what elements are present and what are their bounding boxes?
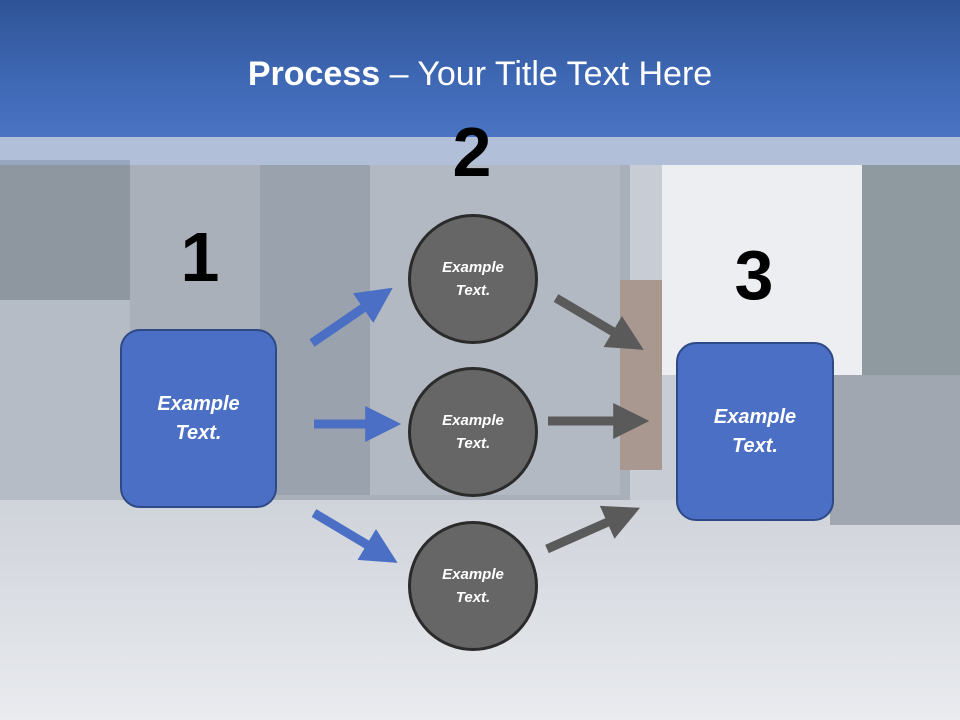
step-box-1-label: Example Text. <box>157 392 240 444</box>
circle-top-label: Example Text. <box>442 259 504 299</box>
title-rest: – Your Title Text Here <box>380 55 713 93</box>
step-number-3: 3 <box>734 236 774 314</box>
circle-middle: Example Text. <box>408 367 538 497</box>
step-box-1: Example Text. <box>120 329 277 508</box>
circle-bottom: Example Text. <box>408 521 538 651</box>
step-box-3-label: Example Text. <box>713 405 797 457</box>
step-number-2: 2 <box>452 113 492 191</box>
arrow-gray-up <box>545 505 641 554</box>
arrow-gray-down <box>553 294 644 350</box>
title-bar: Process – Your Title Text Here <box>0 0 960 137</box>
page-title: Process – Your Title Text Here <box>0 52 960 96</box>
step-number-1: 1 <box>180 218 220 296</box>
arrow-blue-up <box>309 287 393 347</box>
circle-top: Example Text. <box>408 214 538 344</box>
arrow-blue-down <box>311 509 398 563</box>
title-bold: Process <box>247 55 381 93</box>
circle-middle-label: Example Text. <box>442 412 504 452</box>
step-box-3: Example Text. <box>676 342 834 521</box>
title-accent-band <box>0 137 960 165</box>
circle-bottom-label: Example Text. <box>442 566 504 606</box>
